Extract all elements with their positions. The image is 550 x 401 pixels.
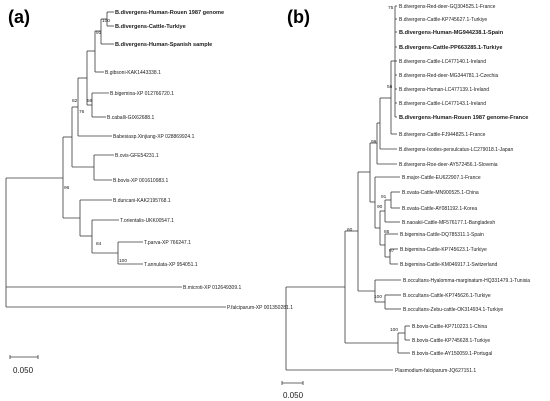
leaf-label: B.bovis-Cattle-KP710223.1-China bbox=[412, 324, 487, 330]
bootstrap-value: 82 bbox=[72, 98, 78, 104]
leaf-label: B.bovis-Cattle-AY150059.1-Portugal bbox=[412, 351, 492, 357]
leaf-label: B.divergens-Cattle-PP663285.1-Turkiye bbox=[399, 45, 502, 51]
bootstrap-value: 97 bbox=[389, 248, 395, 254]
leaf-label: B.divergens-Cattle-KP745627.1-Turkiye bbox=[399, 17, 487, 23]
leaf-label: Babesiasp.Xinjiang-XP 028869924.1 bbox=[113, 134, 195, 140]
panel-b-bootstrap-values: 75 56 99 91 90 85 97 60 100 100 bbox=[347, 5, 398, 333]
panel-b-leaf-labels: B.divergens-Red-deer-GQ304525.1-France B… bbox=[395, 4, 530, 374]
leaf-label: B.bigemina-Cattle-DQ785311.1-Spain bbox=[400, 232, 484, 238]
panel-a-branches bbox=[5, 11, 226, 308]
bootstrap-value: 100 bbox=[390, 327, 398, 333]
bootstrap-value: 60 bbox=[347, 227, 353, 233]
leaf-label: B.divergens-Cattle-Turkiye bbox=[115, 24, 186, 30]
leaf-label: B.divergens-Human-LC477139.1-Ireland bbox=[399, 87, 489, 93]
panel-a: (a) bbox=[5, 7, 293, 375]
leaf-label: B.occultans-Zebu-cattle-OK314934.1-Turki… bbox=[403, 307, 503, 313]
bootstrap-value: 90 bbox=[377, 204, 383, 210]
leaf-label: B.occultans-Hyalomma-marginatum-HQ331479… bbox=[403, 278, 530, 284]
bootstrap-value: 85 bbox=[384, 229, 390, 235]
leaf-label: B.divergens-Ixodes-persulcatus-LC279018.… bbox=[399, 147, 513, 153]
bootstrap-value: 75 bbox=[388, 5, 394, 11]
leaf-label: B.divergens-Human-MG944238.1-Spain bbox=[399, 30, 504, 36]
panel-b: (b) bbox=[281, 4, 530, 400]
leaf-label: B.caballi-GIX62688.1 bbox=[107, 115, 154, 121]
scale-bar-label: 0.050 bbox=[13, 366, 34, 375]
bootstrap-value: 84 bbox=[96, 241, 102, 247]
leaf-label: B.divergens-Human-Rouen 1987 genome bbox=[115, 10, 224, 16]
leaf-label: B.ovis-GFE54231.1 bbox=[115, 153, 159, 159]
scale-bar-label: 0.050 bbox=[283, 391, 304, 400]
leaf-label: B.bovis-Cattle-KP745628.1-Turkiye bbox=[412, 338, 490, 344]
leaf-label: B.bigemina-Cattle-KP745623.1-Turkiye bbox=[400, 247, 487, 253]
leaf-label: B.ovata-Cattle-AY081192.1-Korea bbox=[402, 206, 477, 212]
panel-a-label: (a) bbox=[8, 7, 30, 27]
leaf-label: B.major-Cattle-EU622907.1-France bbox=[402, 175, 481, 181]
leaf-label: B.occultans-Cattle-KP745626.1-Turkiye bbox=[403, 293, 491, 299]
leaf-label: T.orientalis-UKK00547.1 bbox=[120, 218, 174, 224]
leaf-label: P.falciparum-XP 001350281.1 bbox=[227, 305, 293, 311]
bootstrap-value: 100 bbox=[119, 258, 127, 264]
leaf-label: B.microti-XP 012649309.1 bbox=[183, 285, 241, 291]
leaf-label: B.divergens-Human-Rouen 1987 genome-Fran… bbox=[399, 115, 528, 121]
leaf-label: T.annulata-XP 954051.1 bbox=[144, 262, 198, 268]
leaf-label: Plasmodium-falciparum-JQ627151.1 bbox=[395, 368, 476, 374]
leaf-label: B.divergens-Cattle-LC477140.1-Ireland bbox=[399, 59, 486, 65]
bootstrap-value: 96 bbox=[64, 185, 70, 191]
panel-a-bootstrap-values: 100 91 56 82 76 96 84 100 bbox=[64, 18, 127, 264]
leaf-label: B.ovata-Cattle-MN900525.1-China bbox=[402, 190, 479, 196]
bootstrap-value: 56 bbox=[387, 84, 393, 90]
panel-a-leaf-labels: B.divergens-Human-Rouen 1987 genome B.di… bbox=[105, 10, 293, 311]
leaf-label: B.divergens-Cattle-FJ944825.1-France bbox=[399, 132, 486, 138]
bootstrap-value: 100 bbox=[102, 18, 110, 24]
leaf-label: B.divergens-Red-deer-GQ304525.1-France bbox=[399, 4, 496, 10]
panel-b-branches bbox=[285, 5, 410, 371]
leaf-label: B.bigemina-Cattle-KM046917.1-Switzerland bbox=[400, 262, 497, 268]
bootstrap-value: 91 bbox=[381, 194, 387, 200]
leaf-label: B.bovis-XP 001610983.1 bbox=[113, 178, 168, 184]
bootstrap-value: 56 bbox=[87, 98, 93, 104]
leaf-label: B.divergens-Human-Spanish sample bbox=[115, 42, 212, 48]
leaf-label: B.bigemina-XP 012766720.1 bbox=[110, 91, 174, 97]
bootstrap-value: 91 bbox=[96, 30, 102, 36]
leaf-label: B.divergens-Cattle-LC477143.1-Ireland bbox=[399, 101, 486, 107]
leaf-label: T.parva-XP 766247.1 bbox=[144, 240, 191, 246]
panel-b-scale-bar: 0.050 bbox=[281, 381, 304, 400]
panel-a-scale-bar: 0.050 bbox=[9, 355, 39, 375]
leaf-label: B.divergens-Roe-deer-AY572456.1-Slovenia bbox=[399, 162, 498, 168]
leaf-label: B.gibsoni-KAK1443338.1 bbox=[105, 70, 161, 76]
bootstrap-value: 100 bbox=[374, 294, 382, 300]
panel-b-label: (b) bbox=[287, 7, 310, 27]
leaf-label: B.naoakii-Cattle-MF576177.1-Bangladesh bbox=[402, 220, 495, 226]
leaf-label: B.divergens-Red-deer-MG344781.1-Czechia bbox=[399, 73, 498, 79]
bootstrap-value: 76 bbox=[79, 109, 85, 115]
leaf-label: B.duncani-KAK2195768.1 bbox=[113, 198, 171, 204]
bootstrap-value: 99 bbox=[371, 139, 377, 145]
